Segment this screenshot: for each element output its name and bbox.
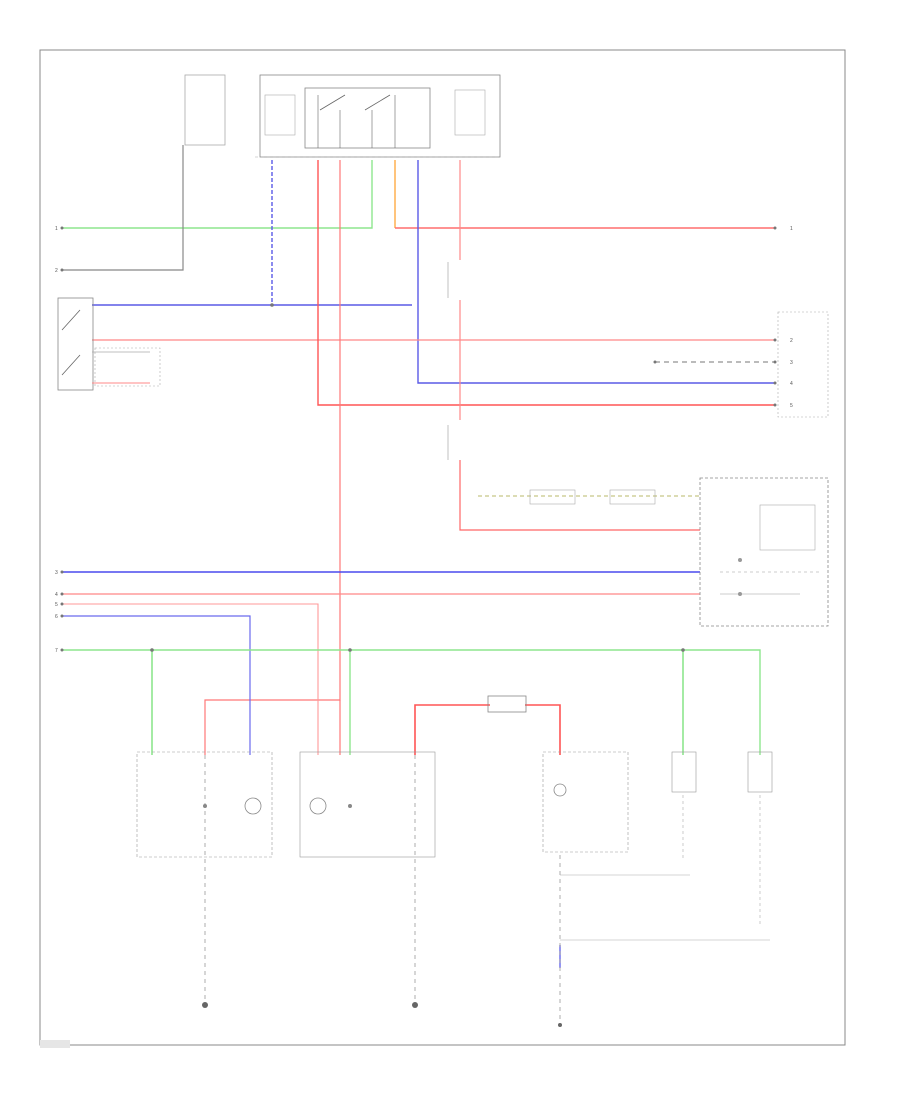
- wire-red-318: [317, 160, 775, 406]
- right-lamp-assembly: [299, 751, 436, 1008]
- right-upper-connector: [777, 311, 829, 418]
- left-pin-7: 7: [55, 648, 58, 654]
- diagram-frame: [39, 49, 846, 1046]
- left-pin-2: 2: [55, 268, 58, 274]
- wire-red-604: [62, 603, 319, 755]
- connector-dots: [60, 226, 777, 652]
- inline-components: [447, 262, 656, 505]
- right-pin-1: 1: [790, 226, 793, 232]
- left-pin-6: 6: [55, 614, 58, 620]
- page-number-box: [40, 1040, 70, 1048]
- fuse-relay-block: [184, 74, 501, 158]
- wire-red-stop: [414, 704, 490, 755]
- left-lamp-assembly: [136, 751, 273, 1008]
- wire-blue-250: [62, 615, 251, 755]
- wire-gray-left: [62, 145, 184, 271]
- right-pin-3: 3: [790, 360, 793, 366]
- right-pin-2: 2: [790, 338, 793, 344]
- right-pin-4: 4: [790, 381, 793, 387]
- rear-lamp-assembly: [542, 751, 773, 1027]
- left-pin-1: 1: [55, 226, 58, 232]
- left-pin-4: 4: [55, 592, 58, 598]
- wire-green-long: [62, 649, 761, 755]
- stop-lamp-switch: [487, 695, 527, 713]
- wire-blue-right: [417, 160, 775, 384]
- wire-red-stop-b: [525, 704, 561, 755]
- left-switch-assembly: [57, 297, 161, 391]
- wire-red-340: [204, 160, 341, 755]
- wire-green-top: [62, 160, 373, 229]
- left-pin-3: 3: [55, 570, 58, 576]
- combination-meter: [699, 477, 829, 627]
- right-pin-5: 5: [790, 403, 793, 409]
- wire-red-460c: [459, 460, 700, 531]
- left-pin-5: 5: [55, 602, 58, 608]
